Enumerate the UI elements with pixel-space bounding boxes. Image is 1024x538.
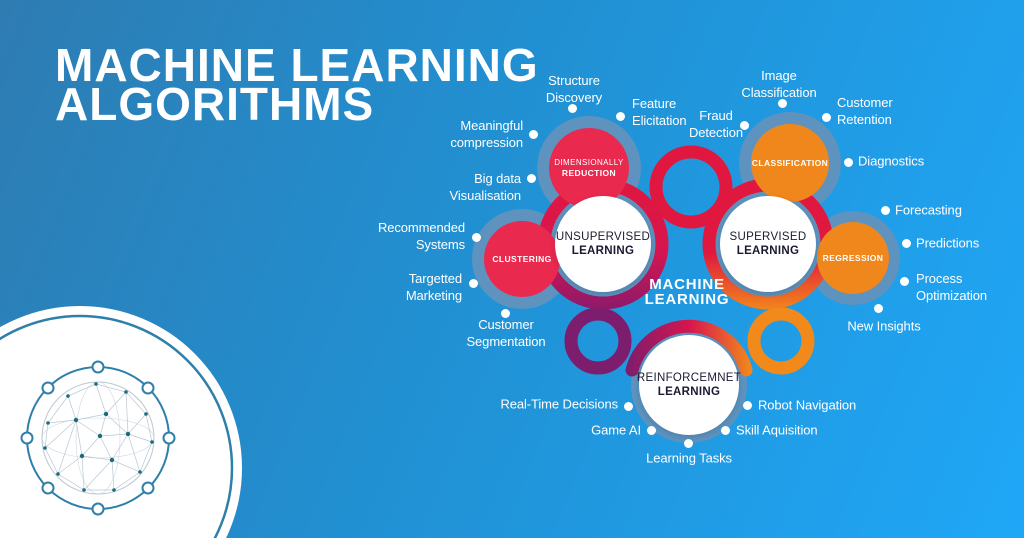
page-title-line1: MACHINE LEARNING bbox=[55, 39, 539, 91]
category-dimensionality-reduction: DIMENSIONALLY REDUCTION bbox=[549, 128, 629, 208]
hub-unsupervised-learning: UNSUPERVISED LEARNING bbox=[555, 196, 651, 292]
center-caption-line1: MACHINE bbox=[649, 276, 725, 293]
satellite-dot bbox=[843, 157, 853, 167]
hub-label: UNSUPERVISED bbox=[555, 231, 651, 243]
satellite-dot bbox=[742, 400, 752, 410]
satellite-label: Process Optimization bbox=[916, 271, 988, 303]
satellite-dot bbox=[526, 173, 536, 183]
corner-globe-decoration bbox=[0, 306, 242, 538]
category-label-bold: REDUCTION bbox=[561, 168, 617, 178]
satellite-dot bbox=[683, 438, 693, 448]
satellite-dot bbox=[500, 308, 510, 318]
category-label-bold: REGRESSION bbox=[822, 253, 884, 263]
hub-label-bold: LEARNING bbox=[736, 245, 800, 257]
satellite-label: Skill Aquisition bbox=[736, 422, 818, 438]
satellite-dot bbox=[901, 238, 911, 248]
network-globe-icon bbox=[20, 360, 176, 516]
satellite-label: Structure Discovery bbox=[545, 73, 603, 105]
page-title: MACHINE LEARNING ALGORITHMS bbox=[55, 39, 539, 130]
satellite-dot bbox=[623, 401, 633, 411]
satellite-label: Meaningful compression bbox=[450, 118, 523, 150]
white-corner-circle bbox=[0, 306, 242, 538]
category-regression: REGRESSION bbox=[817, 222, 889, 294]
satellite-label: Customer Retention bbox=[837, 95, 893, 127]
hub-label: REINFORCEMNET bbox=[636, 372, 742, 384]
satellite-label: Robot Navigation bbox=[758, 397, 857, 413]
satellite-label: Diagnostics bbox=[858, 153, 925, 169]
satellite-dot bbox=[739, 120, 749, 130]
category-label: DIMENSIONALLY bbox=[554, 158, 624, 167]
satellite-dot bbox=[873, 303, 883, 313]
center-caption-line2: LEARNING bbox=[644, 291, 730, 308]
category-label-bold: CLASSIFICATION bbox=[751, 158, 829, 168]
satellite-label: Image Classification bbox=[741, 68, 817, 100]
satellite-dot bbox=[468, 278, 478, 288]
satellite-dot bbox=[528, 129, 538, 139]
satellite-label: Fraud Detection bbox=[688, 108, 744, 140]
hub-reinforcement-learning: REINFORCEMNET LEARNING bbox=[636, 335, 742, 435]
satellite-label: Big data Visualisation bbox=[449, 171, 522, 203]
category-classification: CLASSIFICATION bbox=[751, 124, 829, 202]
satellite-dot bbox=[567, 103, 577, 113]
satellite-label: Predictions bbox=[916, 235, 980, 251]
satellite-label: Game AI bbox=[591, 422, 641, 438]
satellite-label: New Insights bbox=[847, 318, 921, 334]
satellite-label: Feature Elicitation bbox=[632, 96, 687, 128]
satellite-label: Forecasting bbox=[895, 202, 962, 218]
orbit-nodes bbox=[20, 360, 176, 516]
page-title-line2: ALGORITHMS bbox=[55, 78, 375, 130]
satellite-label: Targetted Marketing bbox=[405, 271, 462, 303]
satellite-dot bbox=[720, 425, 730, 435]
satellite-label: Recommended Systems bbox=[377, 220, 465, 252]
hub-label: SUPERVISED bbox=[729, 231, 807, 243]
satellite-dot bbox=[615, 111, 625, 121]
hub-label-bold: LEARNING bbox=[657, 386, 721, 398]
satellite-label: Customer Segmentation bbox=[466, 317, 546, 349]
satellite-dot bbox=[777, 98, 787, 108]
satellite-dot bbox=[899, 276, 909, 286]
satellite-dot bbox=[821, 112, 831, 122]
satellite-label: Learning Tasks bbox=[646, 450, 732, 466]
category-label-bold: CLUSTERING bbox=[492, 254, 552, 264]
hub-supervised-learning: SUPERVISED LEARNING bbox=[720, 196, 816, 292]
hub-label-bold: LEARNING bbox=[571, 245, 635, 257]
satellite-label: Real-Time Decisions bbox=[500, 396, 618, 412]
center-caption: MACHINE LEARNING bbox=[645, 277, 730, 307]
satellite-dot bbox=[471, 232, 481, 242]
satellite-dot bbox=[646, 425, 656, 435]
satellite-dot bbox=[880, 205, 890, 215]
category-clustering: CLUSTERING bbox=[484, 221, 560, 297]
